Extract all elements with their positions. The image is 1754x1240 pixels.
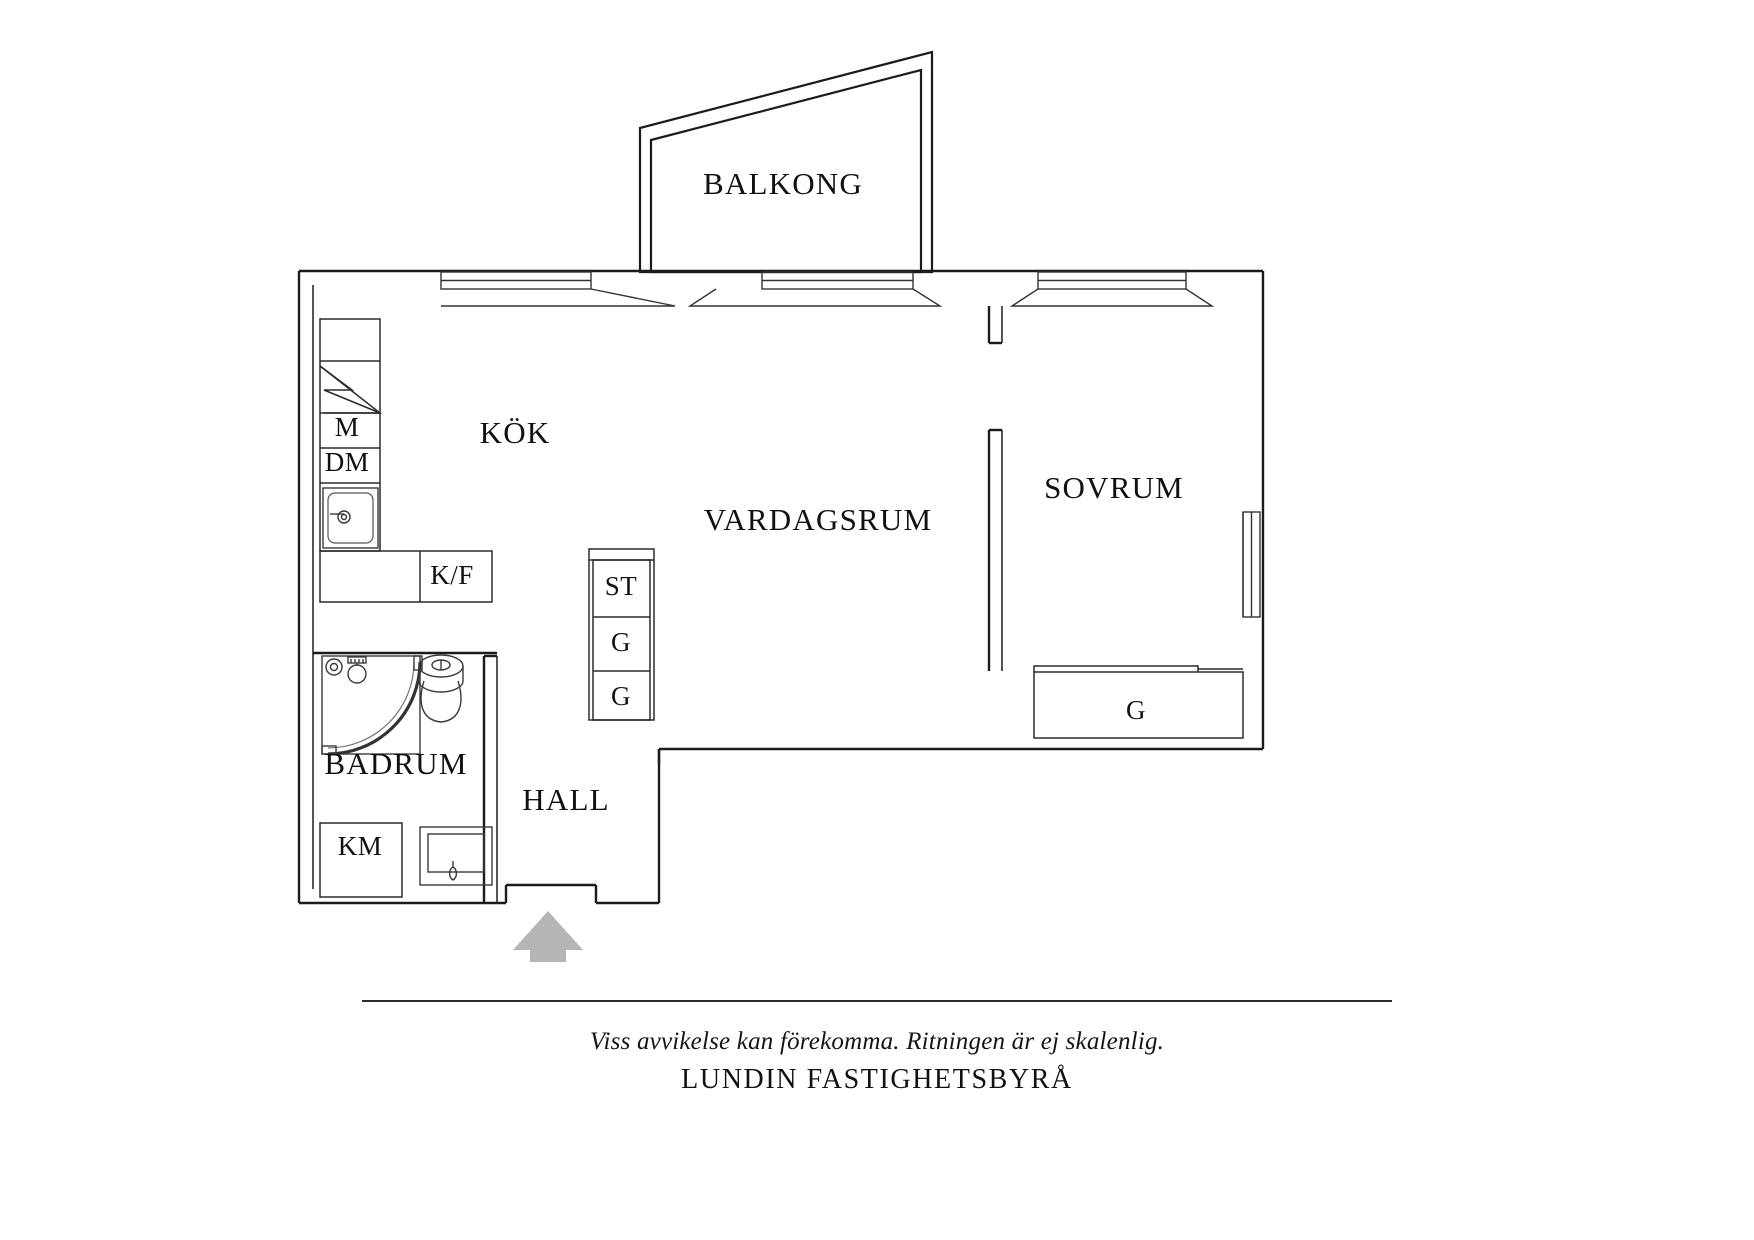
- footer: Viss avvikelse kan förekomma. Ritningen …: [0, 1000, 1754, 1096]
- bathroom-vanity-sink: [319, 822, 493, 898]
- window-livingroom: [687, 271, 943, 307]
- room-label-sovrum: SOVRUM: [1044, 470, 1184, 505]
- entrance-direction-arrow: [513, 911, 583, 962]
- room-label-hall: HALL: [522, 782, 609, 817]
- balcony-outline: [638, 50, 934, 274]
- room-label-vardagsrum: VARDAGSRUM: [704, 502, 933, 537]
- unit-label-fridge-freezer: K/F: [430, 560, 474, 590]
- unit-label-closet-g1: G: [611, 627, 631, 657]
- window-bedroom: [1009, 271, 1215, 307]
- window-bedroom-right: [1242, 511, 1261, 618]
- exterior-walls: [297, 269, 1265, 905]
- kitchen-counter-run: [319, 318, 493, 603]
- footer-disclaimer: Viss avvikelse kan förekomma. Ritningen …: [589, 1028, 1165, 1055]
- unit-label-closet-g3: G: [1126, 695, 1146, 725]
- interior-walls: [313, 306, 1003, 903]
- unit-label-dishwasher: DM: [325, 447, 370, 477]
- unit-label-microwave: M: [335, 412, 360, 442]
- window-kitchen: [440, 271, 676, 307]
- bedroom-wardrobe: [1033, 665, 1244, 739]
- unit-label-closet-g2: G: [611, 681, 631, 711]
- room-label-balkong: BALKONG: [703, 166, 863, 201]
- unit-label-closet-st: ST: [605, 571, 638, 601]
- room-label-kok: KÖK: [480, 415, 551, 450]
- unit-label-washing-machine: KM: [338, 831, 383, 861]
- footer-brand-name: LUNDIN FASTIGHETSBYRÅ: [681, 1064, 1073, 1095]
- toilet-fixture: [418, 654, 464, 723]
- hall-closet-block: [588, 548, 655, 721]
- shower-enclosure: [321, 655, 423, 756]
- room-label-badrum: BADRUM: [324, 746, 467, 781]
- footer-divider: [362, 1000, 1392, 1002]
